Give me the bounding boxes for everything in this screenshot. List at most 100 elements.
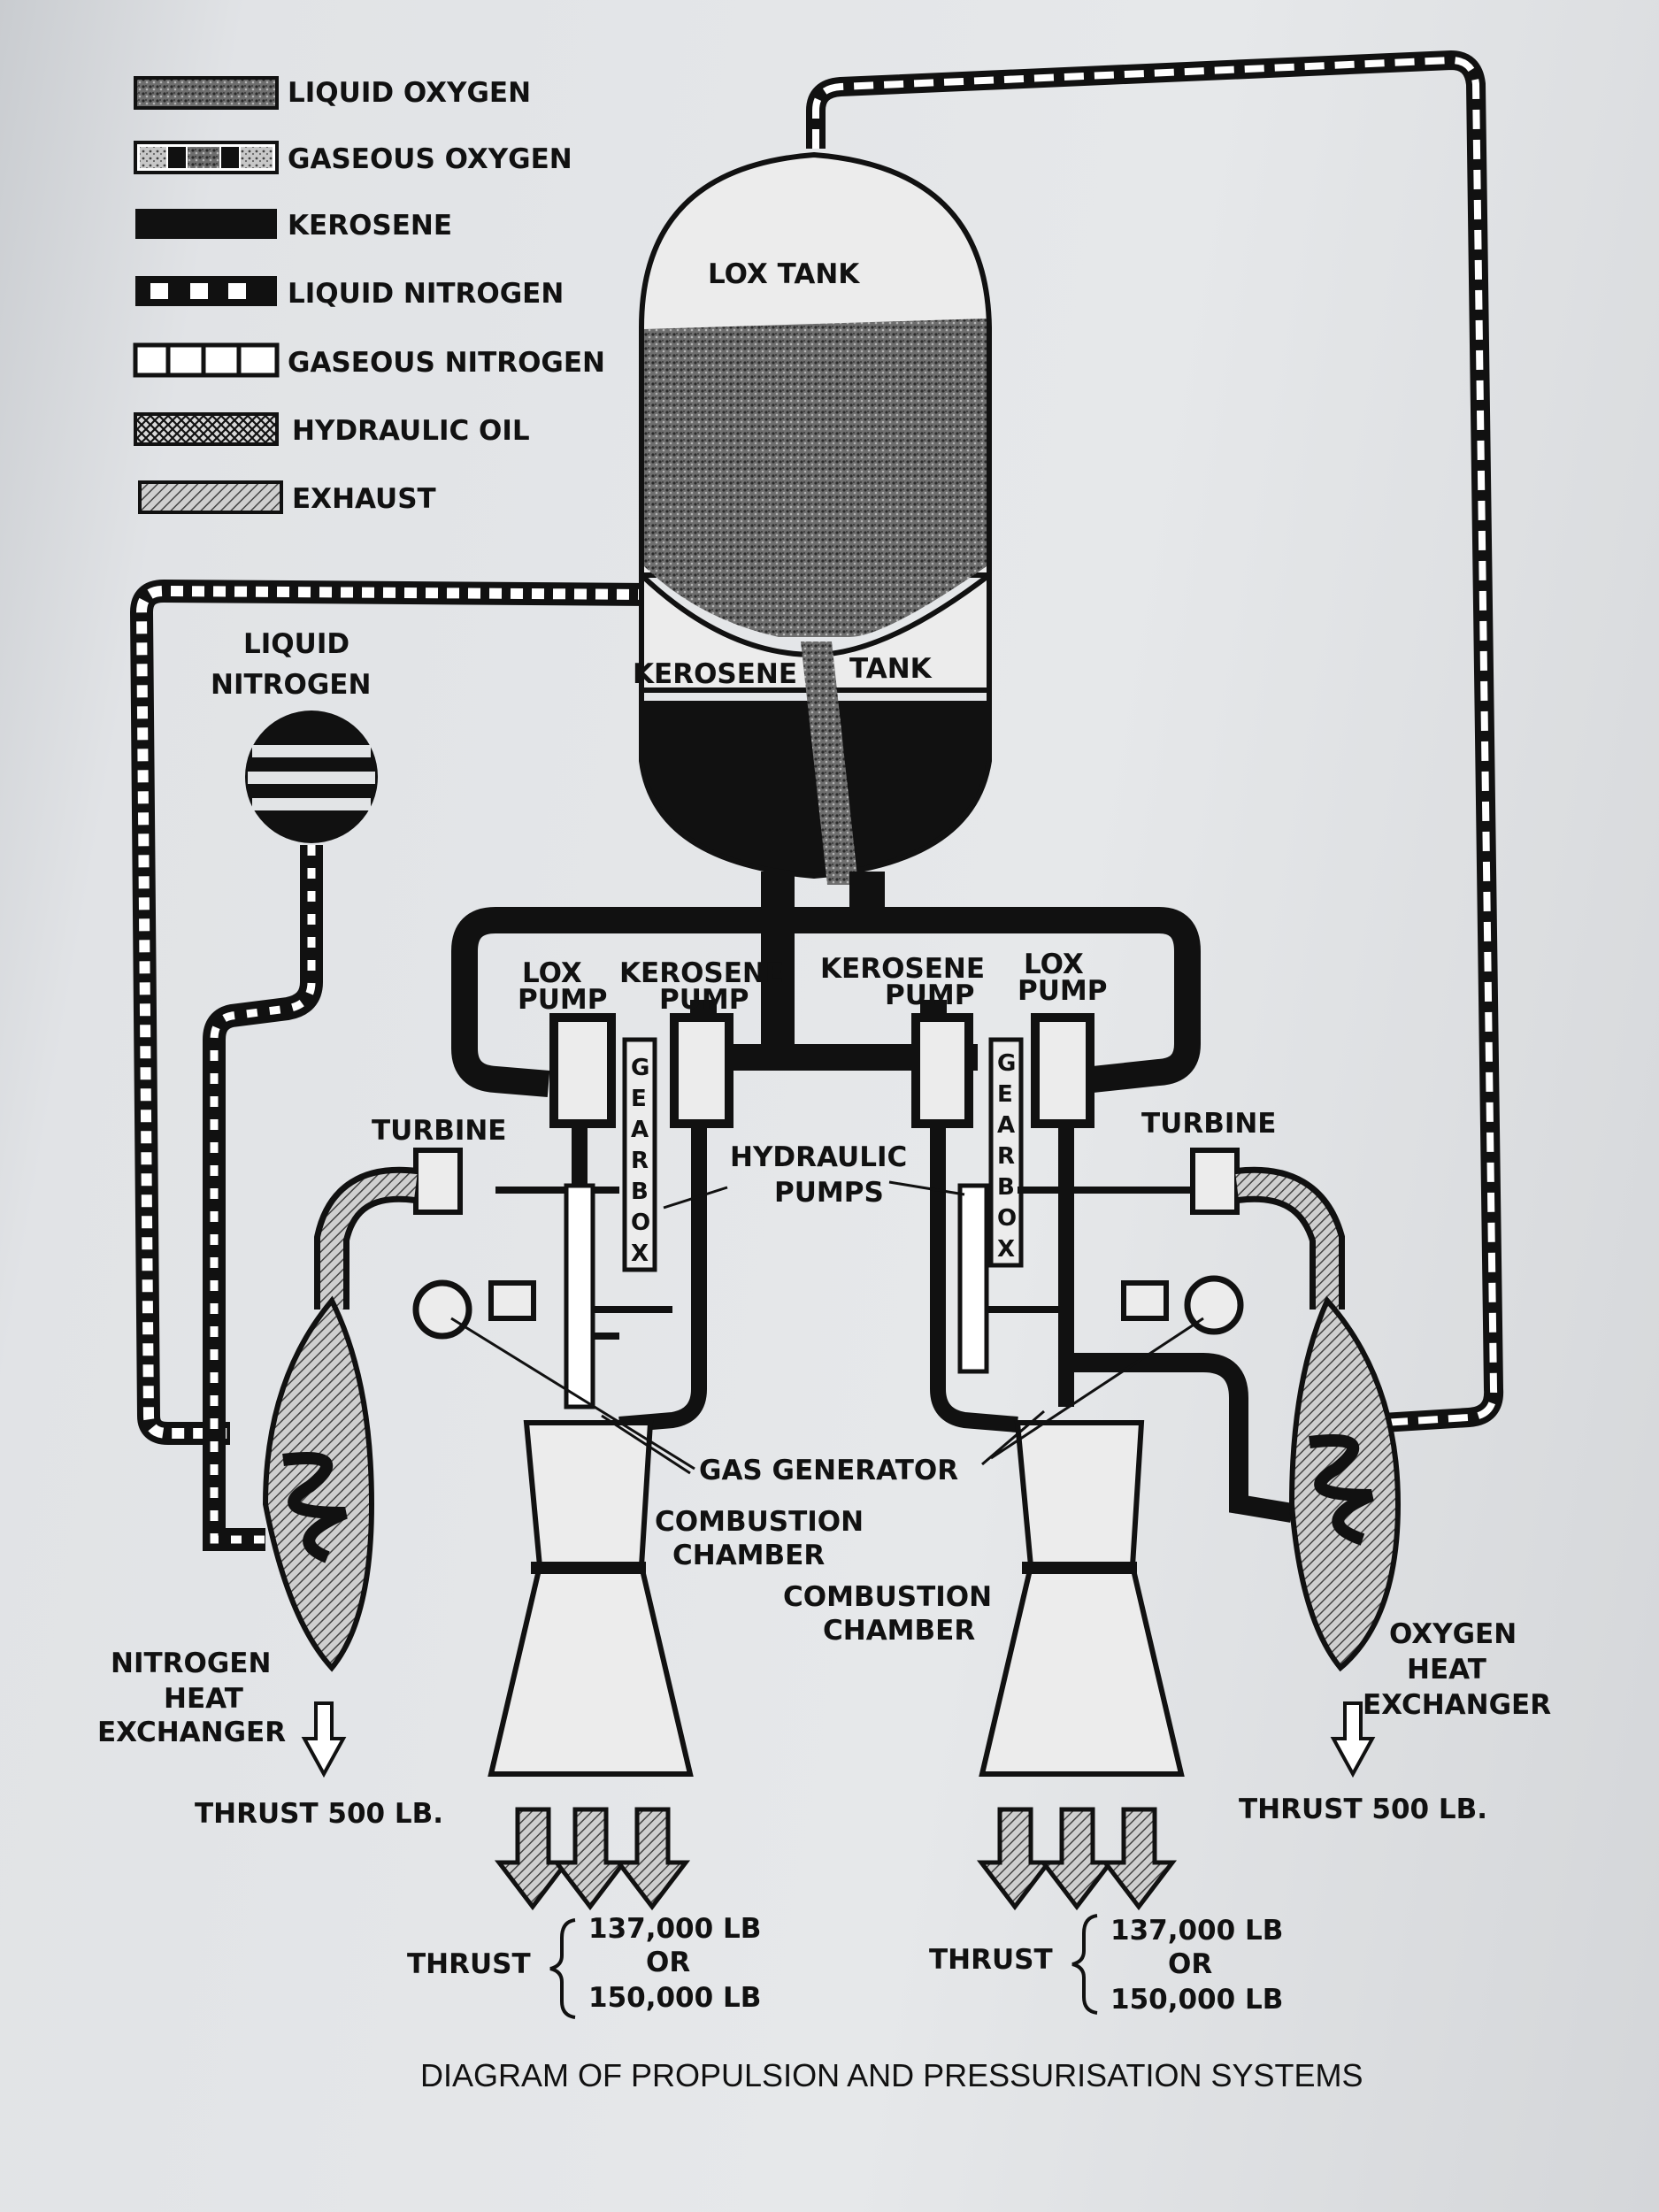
left-gas-generator — [412, 1279, 472, 1340]
lox-downcomer — [801, 641, 858, 885]
legend-swatch-liquid-nitrogen — [135, 276, 277, 306]
left-small-thrust-label: THRUST 500 LB. — [195, 1798, 443, 1830]
svg-text:G: G — [631, 1055, 649, 1081]
left-gearbox — [622, 1037, 657, 1272]
lox-tank-label: LOX TANK — [708, 258, 860, 290]
legend: LIQUID OXYGEN GASEOUS OXYGEN KEROSENE LI… — [133, 76, 605, 515]
kerosene-tank-label-right: TANK — [849, 653, 933, 685]
right-turbine — [1190, 1148, 1240, 1215]
liquid-nitrogen-label-1: LIQUID — [243, 628, 349, 660]
left-thrust-label: THRUST — [407, 1948, 531, 1980]
oxygen-hx-label-2: HEAT — [1407, 1654, 1486, 1686]
right-thrust-label: THRUST — [929, 1944, 1053, 1976]
figure-caption: DIAGRAM OF PROPULSION AND PRESSURISATION… — [420, 2057, 1363, 2093]
legend-label-kerosene: KEROSENE — [288, 210, 452, 242]
legend-swatch-exhaust — [138, 480, 283, 514]
left-turbine-label: TURBINE — [372, 1115, 506, 1147]
right-combustion-label-2: CHAMBER — [823, 1615, 975, 1647]
svg-text:G: G — [997, 1050, 1016, 1077]
svg-text:B: B — [997, 1174, 1015, 1201]
legend-label-liquid-oxygen: LIQUID OXYGEN — [288, 77, 531, 109]
right-thrust-value-3: 150,000 LB — [1110, 1984, 1283, 2016]
kerosene-fill — [639, 701, 992, 879]
right-kerosene-pump — [911, 1013, 973, 1128]
nitrogen-hx-label-2: HEAT — [164, 1683, 243, 1715]
left-combustion-label-1: COMBUSTION — [655, 1506, 864, 1538]
right-thrust-brace — [1071, 1914, 1098, 2015]
kerosene-tank-label-left: KEROSENE — [633, 658, 797, 690]
right-lox-pump-label-2: PUMP — [1018, 975, 1107, 1007]
right-gas-generator — [1184, 1275, 1244, 1335]
legend-label-gaseous-nitrogen: GASEOUS NITROGEN — [288, 347, 605, 379]
legend-label-exhaust: EXHAUST — [292, 483, 436, 515]
oxygen-hx-label-1: OXYGEN — [1389, 1618, 1517, 1650]
right-lox-pump-label-1: LOX — [1024, 949, 1084, 980]
liquid-nitrogen-sphere — [245, 710, 378, 843]
gas-generator-label: GAS GENERATOR — [699, 1455, 958, 1486]
hydraulic-pumps-label-2: PUMPS — [774, 1177, 884, 1209]
lox-fill — [644, 319, 987, 637]
down-arrow-icon — [1100, 1807, 1178, 1911]
oxygen-heat-exchanger — [1288, 1295, 1402, 1672]
right-thrust-value-1: 137,000 LB — [1110, 1915, 1283, 1947]
left-thrust-brace — [549, 1918, 576, 2019]
right-turbine-label: TURBINE — [1141, 1108, 1276, 1140]
left-kerosene-pump-label-2: PUMP — [659, 984, 749, 1016]
hydraulic-pumps-leader — [663, 1180, 965, 1210]
svg-text:A: A — [997, 1112, 1015, 1139]
left-engine — [262, 1013, 733, 1777]
svg-text:A: A — [631, 1117, 649, 1143]
legend-label-hydraulic-oil: HYDRAULIC OIL — [292, 415, 530, 447]
left-combustion-chamber — [488, 1420, 694, 1777]
svg-text:R: R — [997, 1143, 1015, 1170]
left-lox-pump-label-1: LOX — [522, 957, 582, 989]
down-arrow-icon — [551, 1807, 629, 1911]
svg-text:E: E — [631, 1086, 647, 1112]
diagram-labels: LOX TANK KEROSENE TANK LIQUID NITROGEN L… — [97, 258, 1551, 2019]
left-turbine — [413, 1148, 463, 1215]
down-arrow-icon — [1330, 1701, 1376, 1778]
right-lox-pump — [1031, 1013, 1094, 1128]
right-small-thrust-label: THRUST 500 LB. — [1239, 1793, 1487, 1825]
legend-swatch-gaseous-nitrogen — [133, 342, 280, 378]
thrust-arrows — [301, 1701, 1376, 1911]
down-arrow-icon — [976, 1807, 1054, 1911]
svg-text:B: B — [631, 1179, 649, 1205]
right-gearbox — [988, 1037, 1024, 1268]
down-arrow-icon — [613, 1807, 691, 1911]
svg-text:E: E — [997, 1081, 1013, 1108]
legend-label-gaseous-oxygen: GASEOUS OXYGEN — [288, 143, 572, 175]
right-thrust-value-2: OR — [1168, 1948, 1212, 1980]
legend-swatch-hydraulic-oil — [134, 412, 279, 446]
right-kerosene-pump-label-1: KEROSENE — [820, 953, 985, 985]
svg-text:R: R — [631, 1148, 649, 1174]
svg-text:O: O — [631, 1210, 650, 1236]
left-thrust-value-3: 150,000 LB — [588, 1982, 761, 2014]
oxygen-hx-label-3: EXCHANGER — [1363, 1689, 1551, 1721]
right-combustion-chamber — [979, 1420, 1185, 1777]
liquid-nitrogen-label-2: NITROGEN — [211, 669, 371, 701]
nitrogen-hx-label-3: EXCHANGER — [97, 1717, 286, 1748]
left-gearbox-label: G E A R B O X — [631, 1055, 650, 1267]
right-kerosene-pump-label-2: PUMP — [885, 979, 974, 1011]
right-combustion-label-1: COMBUSTION — [783, 1581, 992, 1613]
down-arrow-icon — [494, 1807, 572, 1911]
legend-swatch-liquid-oxygen — [134, 76, 279, 110]
right-gearbox-label: G E A R B O X — [997, 1050, 1017, 1263]
down-arrow-icon — [1038, 1807, 1116, 1911]
propellant-tank — [639, 151, 992, 885]
gas-generator-leader — [450, 1317, 1204, 1475]
left-thrust-value-1: 137,000 LB — [588, 1913, 761, 1945]
left-combustion-label-2: CHAMBER — [672, 1540, 825, 1571]
svg-text:O: O — [997, 1205, 1017, 1232]
left-thrust-value-2: OR — [646, 1947, 690, 1978]
legend-swatch-gaseous-oxygen — [134, 141, 279, 174]
left-kerosene-pump-label-1: KEROSENE — [619, 957, 784, 989]
legend-label-liquid-nitrogen: LIQUID NITROGEN — [288, 278, 564, 310]
right-engine — [911, 1013, 1402, 1777]
left-lox-pump-label-2: PUMP — [518, 984, 607, 1016]
svg-text:X: X — [997, 1236, 1015, 1263]
nitrogen-hx-label-1: NITROGEN — [111, 1647, 271, 1679]
